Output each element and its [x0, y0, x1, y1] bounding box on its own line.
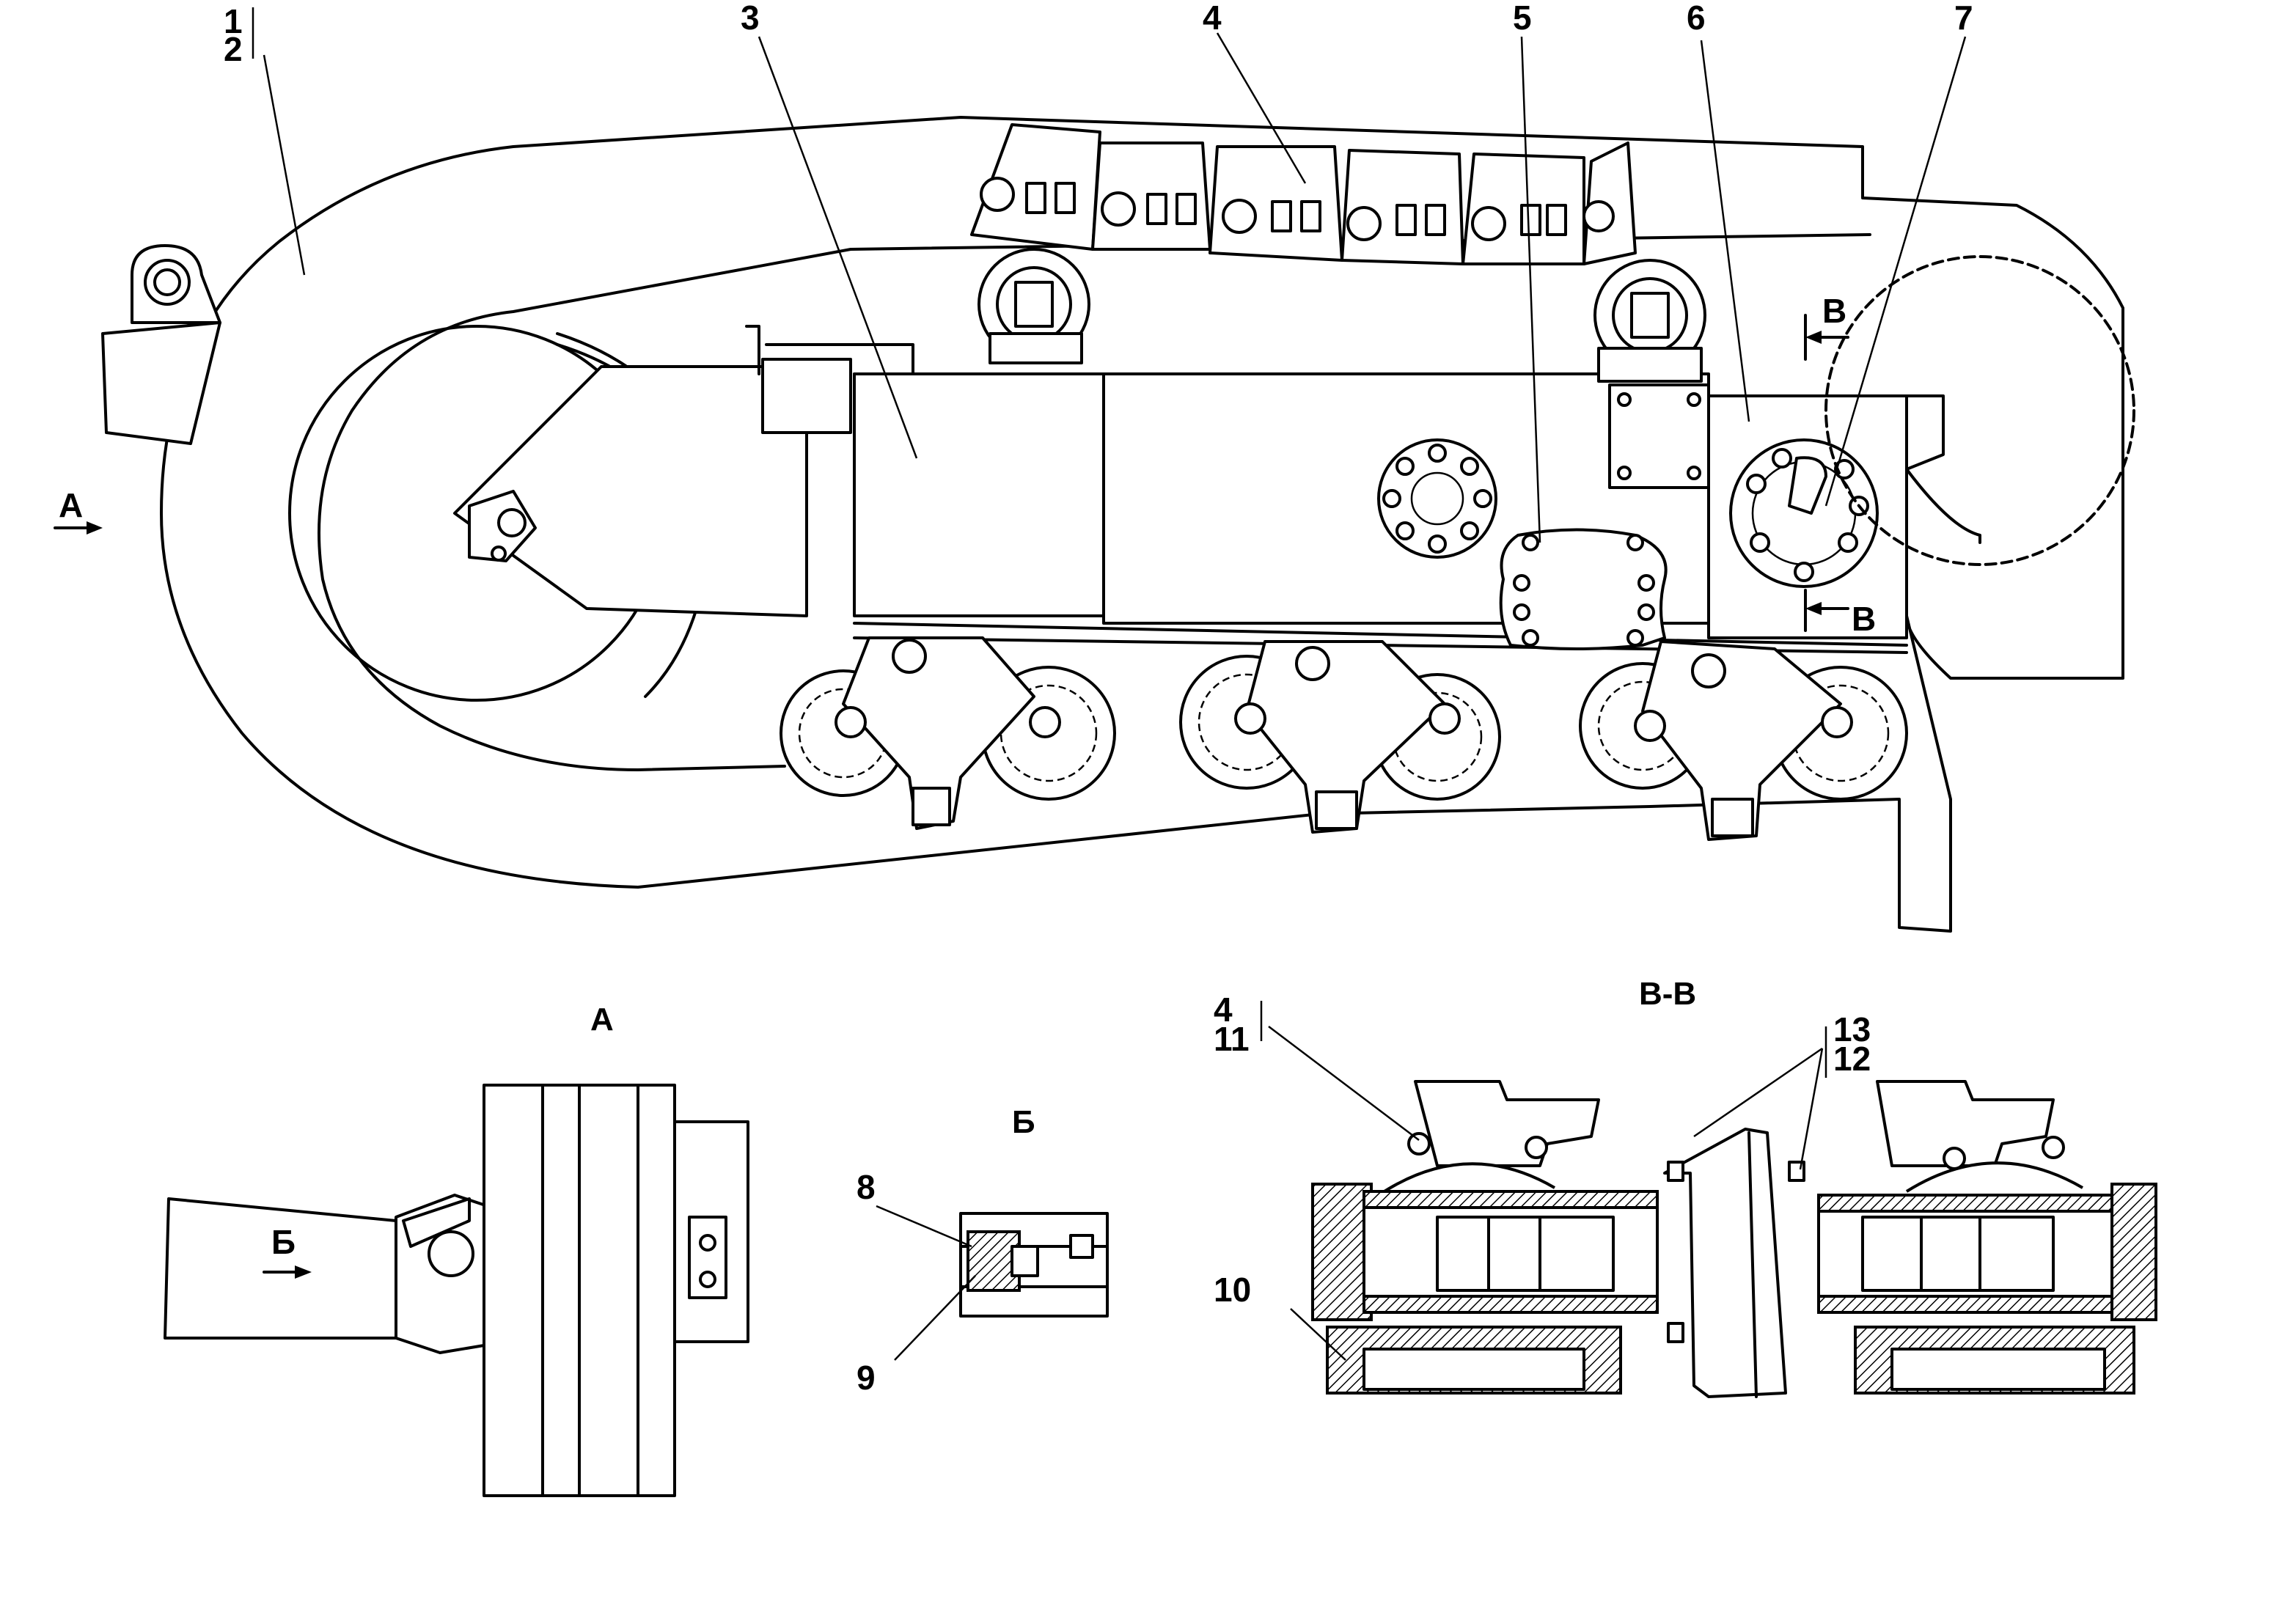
track-frame-front	[853, 372, 1105, 617]
flange-bolts	[1382, 444, 1492, 554]
view-b-detail	[876, 1205, 1109, 1361]
arrow-label-b: Б	[271, 1223, 296, 1261]
arrow-label-v-top: В	[1822, 292, 1846, 330]
arrow-label-v-bottom: В	[1852, 600, 1876, 638]
arrow-label-a: А	[59, 486, 83, 524]
view-a-detail	[164, 1084, 749, 1497]
callout-13: 13	[1833, 1010, 1871, 1048]
callout-2: 2	[224, 30, 243, 68]
callout-9: 9	[857, 1359, 876, 1397]
track-chain-outline	[160, 116, 2124, 933]
callout-1: 1	[224, 2, 243, 40]
callout-6: 6	[1687, 0, 1706, 37]
carrier-roller-left	[978, 248, 1090, 364]
track-inner-loop	[318, 233, 1871, 771]
frame-end-bracket	[101, 321, 221, 445]
callout-12: 12	[1833, 1040, 1871, 1078]
track-shoes-top	[970, 123, 1637, 265]
cover-plate	[1499, 528, 1668, 650]
callout-7: 7	[1954, 0, 1973, 37]
callout-3: 3	[741, 0, 760, 37]
main-side-view	[54, 7, 2135, 933]
callout-10: 10	[1214, 1271, 1251, 1309]
callout-11: 11	[1214, 1020, 1250, 1058]
section-vv-detail	[1260, 1001, 2157, 1398]
view-a-title: А	[590, 1002, 614, 1037]
drive-sprocket	[1824, 255, 2135, 566]
track-roller-bogie-2	[1179, 640, 1501, 834]
callout-5: 5	[1513, 0, 1532, 37]
idler-tensioner-housing	[453, 365, 808, 617]
callout-4-section: 4	[1214, 991, 1233, 1029]
section-vv-title: В-В	[1639, 976, 1696, 1012]
callout-8: 8	[857, 1168, 876, 1206]
view-b-title: Б	[1012, 1104, 1035, 1140]
carrier-roller-right	[1593, 259, 1706, 383]
track-roller-bogie-3	[1579, 640, 1908, 841]
track-roller-bogie-1	[780, 636, 1116, 830]
callout-4: 4	[1203, 0, 1222, 37]
